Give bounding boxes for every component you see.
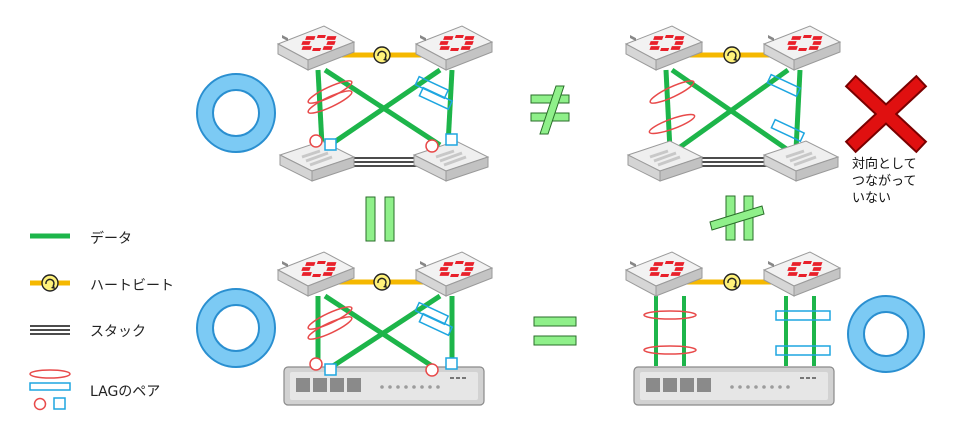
ng-cross-icon (844, 74, 928, 154)
topology-chassis-crossed-ok (277, 251, 493, 406)
not-connected-note: 対向として つながって いない (852, 156, 917, 207)
legend-lag-label: LAGのペア (90, 384, 161, 400)
legend-data-label: データ (90, 231, 132, 247)
note-line: 対向として (852, 157, 917, 172)
legend-heartbeat-label: ハートビート (90, 278, 174, 294)
note-line: つながって (852, 174, 917, 189)
legend-stack-label: スタック (90, 324, 146, 340)
topology-stack-fortiswitch-ok (277, 25, 493, 183)
ok-ring-icon-bottom-left (196, 288, 276, 368)
topology-stack-independent-lag-ng (625, 25, 841, 183)
note-line: いない (852, 191, 892, 206)
legend-heartbeat-icon (30, 274, 70, 292)
not-equal-icon (530, 85, 570, 135)
ok-ring-icon-bottom-right (847, 295, 925, 373)
legend-stack-line (30, 325, 70, 335)
parallel-not-equal-icon (709, 195, 765, 241)
parallel-equal-icon (365, 196, 395, 242)
ok-ring-icon-top-left (196, 73, 276, 153)
equal-icon (533, 316, 577, 346)
topology-chassis-parallel-ok (625, 251, 841, 406)
legend-lag-icon (29, 369, 71, 411)
